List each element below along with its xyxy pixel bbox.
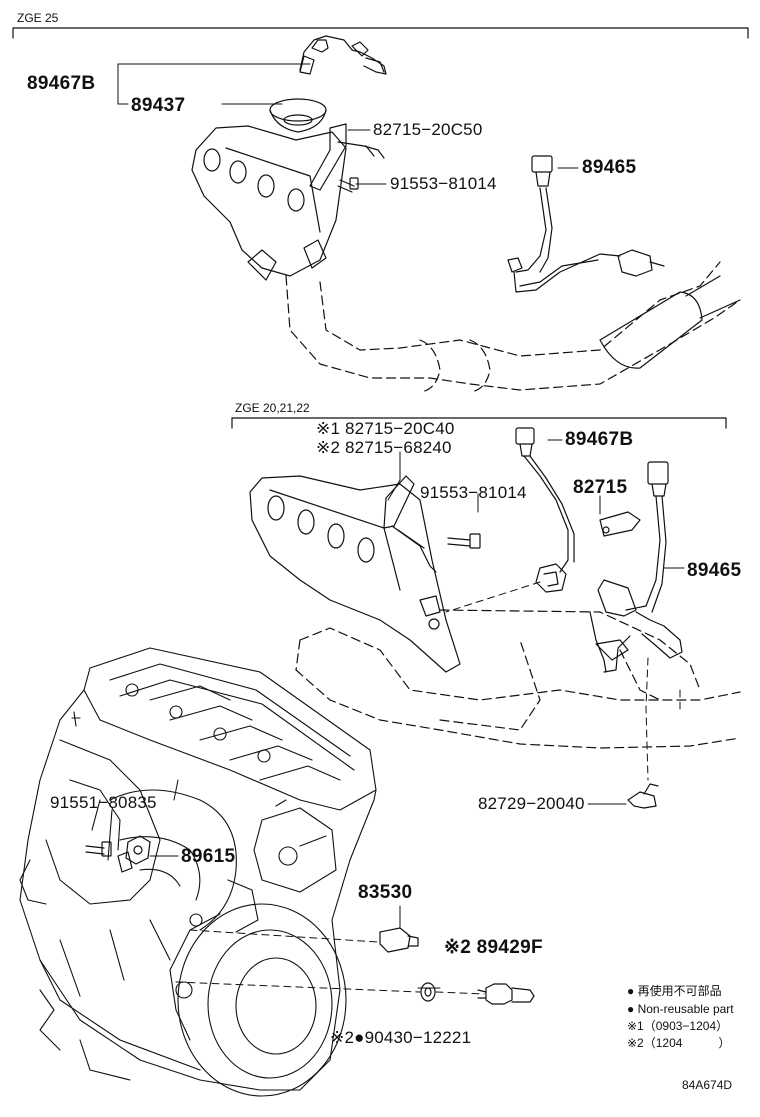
callout-89615[interactable]: 89615 <box>181 846 236 867</box>
callout-89467b-top[interactable]: 89467B <box>27 73 96 94</box>
exhaust-pipe-top <box>285 261 741 393</box>
callout-89465-top[interactable]: 89465 <box>582 157 637 178</box>
callout-83530[interactable]: 83530 <box>358 882 413 903</box>
callout-90430-12221[interactable]: ※2●90430−12221 <box>330 1028 472 1047</box>
callout-82715[interactable]: 82715 <box>573 477 628 498</box>
pointer-89429f <box>175 981 485 995</box>
engine-assembly[interactable] <box>19 647 377 1097</box>
callout-91551-80835[interactable]: 91551−80835 <box>50 793 157 812</box>
sensor-89429f[interactable] <box>477 983 535 1005</box>
callout-91553-81014-top[interactable]: 91553−81014 <box>390 174 497 193</box>
bolt-91553-81014-middle[interactable] <box>447 533 481 549</box>
oxygen-sensor-89465-top[interactable] <box>507 155 665 293</box>
pointer-83530 <box>189 929 379 943</box>
leader-lines-middle <box>387 439 685 805</box>
section-title-middle: ZGE 20,21,22 <box>235 401 310 415</box>
callout-82729-20040[interactable]: 82729−20040 <box>478 794 585 813</box>
bolt-91553-81014-top[interactable] <box>337 177 359 193</box>
exhaust-manifold-middle[interactable] <box>249 475 461 673</box>
callout-82715-68240[interactable]: ※2 82715−68240 <box>316 438 452 457</box>
gasket-90430-12221[interactable] <box>420 982 436 1002</box>
callout-89437[interactable]: 89437 <box>131 95 186 116</box>
clamp-82729-20040[interactable] <box>627 783 659 809</box>
bracket-82715-20c40[interactable] <box>383 475 437 573</box>
section-bracket-middle <box>231 417 727 429</box>
clamp-82715[interactable] <box>599 511 641 537</box>
leader-lines-top <box>117 63 579 185</box>
harness-dashed <box>645 657 681 781</box>
bolt-91551-80835[interactable] <box>85 841 112 857</box>
oxygen-sensor-89467b-middle[interactable] <box>515 427 575 593</box>
legend-note-2: ※2（1204 ） <box>627 1036 731 1050</box>
legend-note-1: ※1（0903−1204） <box>627 1019 729 1033</box>
heat-insulator-89437[interactable] <box>269 98 327 133</box>
sensor-pointer-dashed <box>445 581 541 613</box>
callout-82715-20c50[interactable]: 82715−20C50 <box>373 120 483 139</box>
legend-nonreusable-en: ● Non-reusable part <box>627 1002 734 1016</box>
exhaust-manifold-top[interactable] <box>191 125 347 281</box>
callout-82715-20c40[interactable]: ※1 82715−20C40 <box>316 419 455 438</box>
exhaust-pipe-middle <box>295 609 741 749</box>
oil-pressure-switch-83530[interactable] <box>379 927 419 953</box>
section-bracket-top <box>12 27 749 39</box>
reference-code: 84A674D <box>682 1078 733 1092</box>
callout-89429f[interactable]: ※2 89429F <box>444 937 543 958</box>
section-title-top: ZGE 25 <box>17 11 59 25</box>
oxygen-sensor-89467b-top[interactable] <box>299 35 387 75</box>
callout-89465-middle[interactable]: 89465 <box>687 560 742 581</box>
oxygen-sensor-89465-middle[interactable] <box>589 461 683 673</box>
callout-91553-81014-middle[interactable]: 91553−81014 <box>420 483 527 502</box>
catalytic-converter-top <box>599 275 741 369</box>
legend-nonreusable-ja: ● 再使用不可部品 <box>627 984 722 998</box>
bracket-82715-20c50[interactable] <box>309 123 385 191</box>
knock-sensor-89615[interactable] <box>117 835 151 873</box>
callout-89467b-middle[interactable]: 89467B <box>565 429 634 450</box>
